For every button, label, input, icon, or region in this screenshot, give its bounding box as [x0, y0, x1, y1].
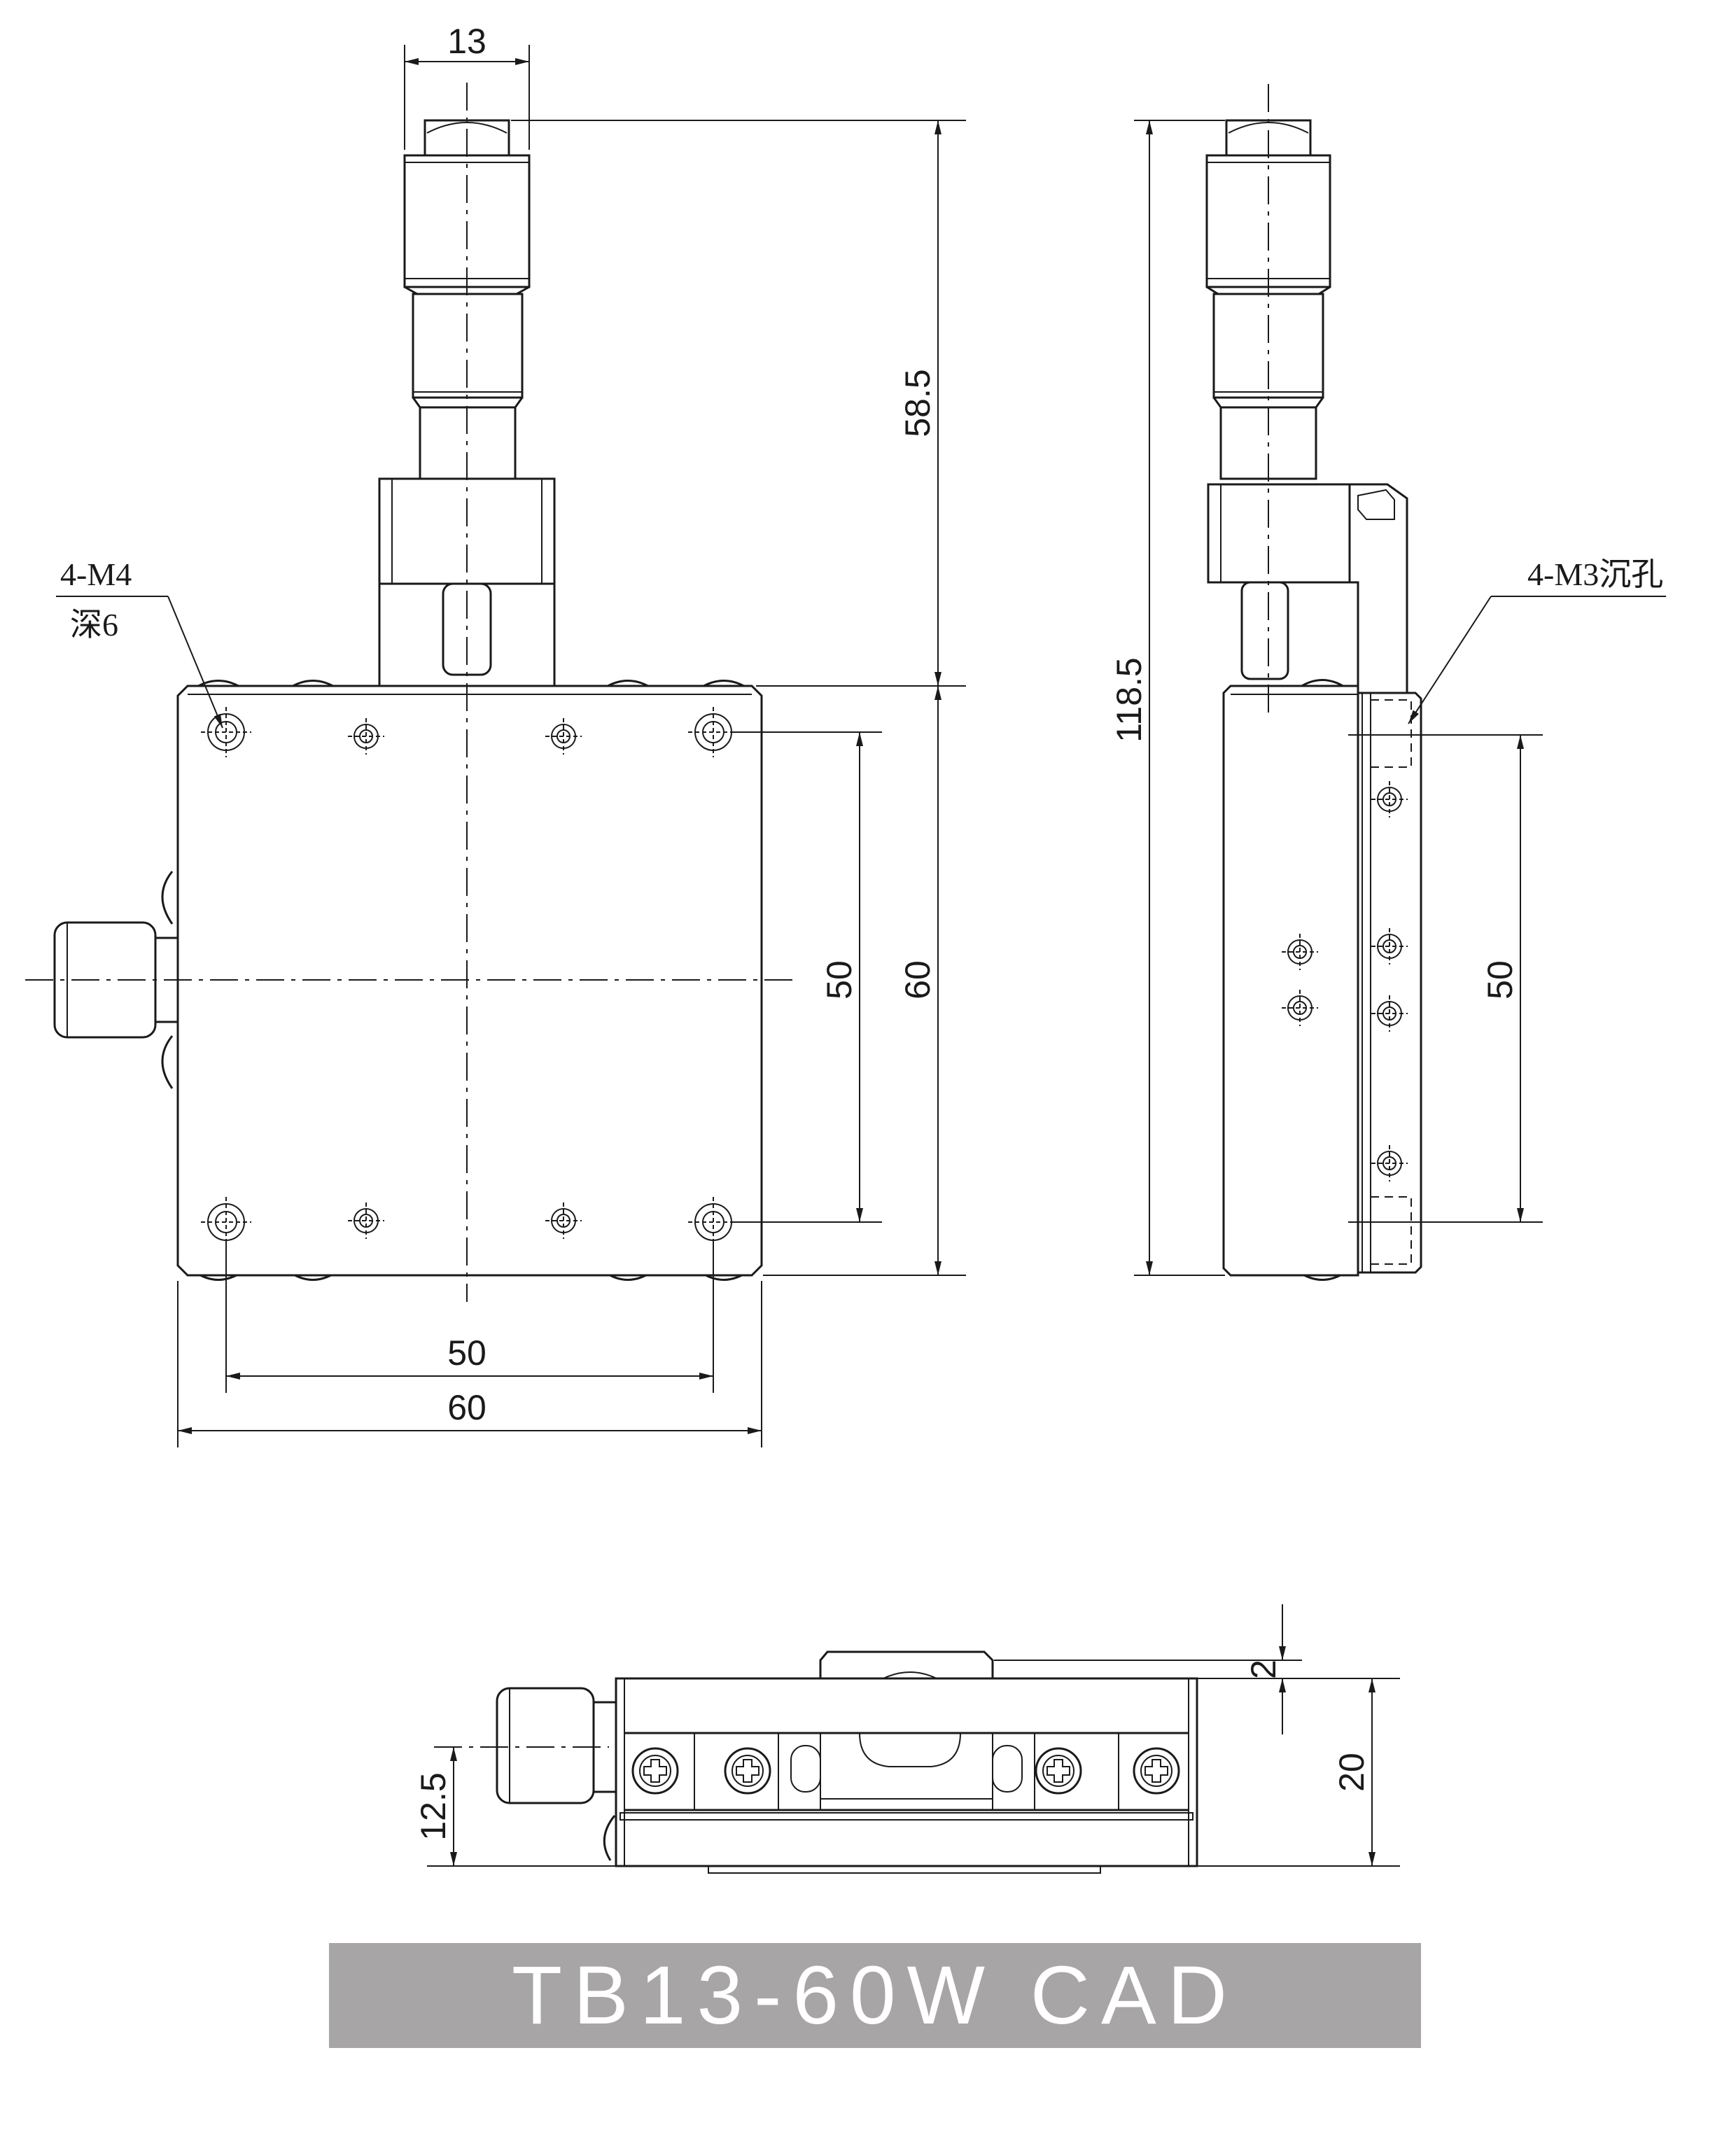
bottom-body [615, 1677, 1198, 1867]
svg-text:4-M3沉孔: 4-M3沉孔 [1527, 556, 1663, 592]
dim-micrometer-width: 13 [447, 22, 486, 61]
dim-hole-span-vertical: 50 [820, 960, 859, 1000]
dim-side-hole-span: 50 [1480, 960, 1520, 1000]
dim-bottom-height: 20 [1332, 1753, 1371, 1792]
svg-text:4-M4: 4-M4 [60, 556, 132, 592]
front-view: 13 58.5 50 60 50 60 4-M4 深6 [25, 22, 966, 1447]
front-dimensions: 13 58.5 50 60 50 60 [177, 22, 966, 1447]
side-thread-note: 4-M3沉孔 [1408, 556, 1666, 724]
title-banner: TB13-60W CAD [329, 1943, 1421, 2048]
bottom-dimensions: 2 20 12.5 [414, 1604, 1400, 1867]
dim-top-offset: 2 [1244, 1660, 1283, 1679]
side-micrometer [1205, 119, 1408, 693]
side-view: 118.5 50 4-M3沉孔 [1110, 84, 1666, 1281]
dim-body-horizontal: 60 [447, 1388, 486, 1427]
svg-text:深6: 深6 [70, 607, 118, 643]
side-body [1222, 685, 1422, 1277]
side-dimensions: 118.5 50 [1110, 120, 1543, 1276]
bottom-side-knob [496, 1687, 617, 1861]
title-text: TB13-60W CAD [512, 1949, 1238, 2042]
front-body [176, 685, 763, 1277]
dim-hole-span-horizontal: 50 [447, 1333, 486, 1373]
dim-total-height: 118.5 [1110, 657, 1149, 742]
bottom-view: 2 20 12.5 [414, 1604, 1400, 1874]
dim-axis-height: 12.5 [414, 1772, 453, 1840]
front-thread-note: 4-M4 深6 [56, 556, 223, 729]
dim-travel-height: 58.5 [898, 369, 937, 437]
dim-body-vertical: 60 [898, 960, 937, 1000]
bottom-top-plate [819, 1650, 994, 1680]
